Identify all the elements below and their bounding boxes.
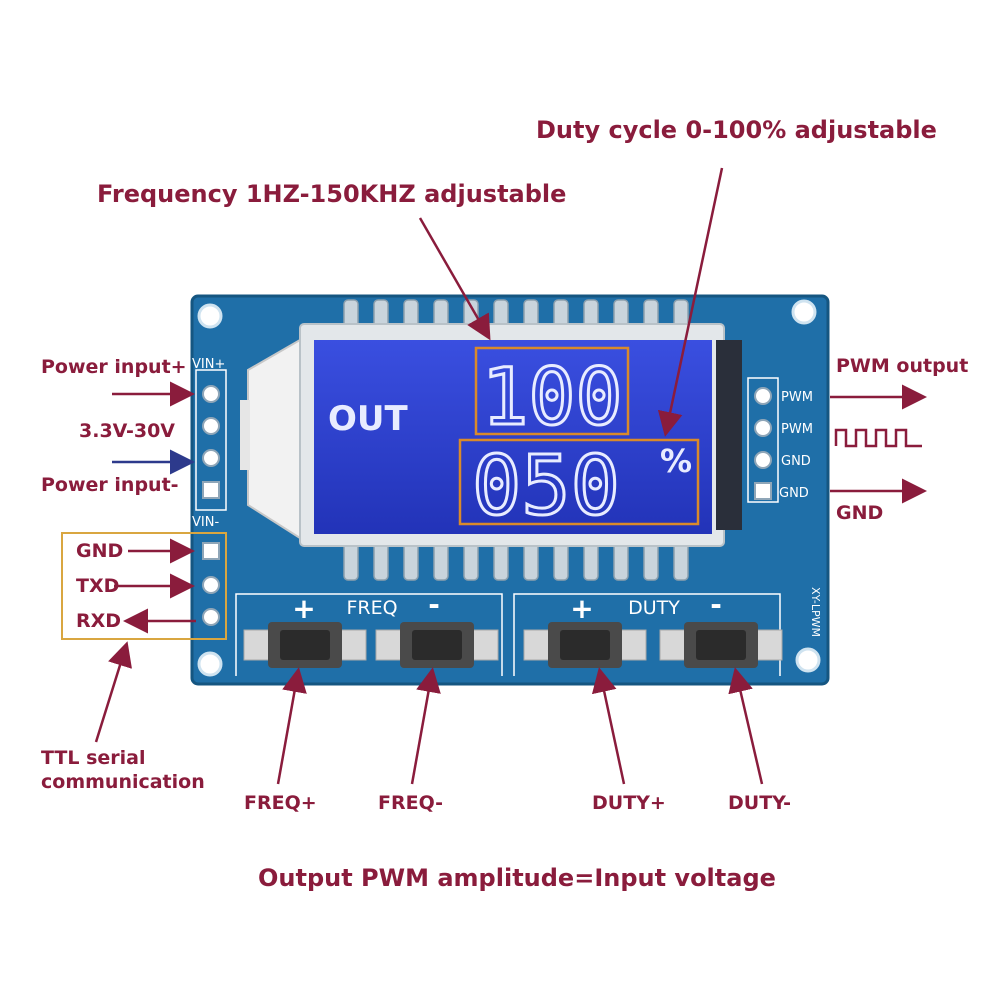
gnd-output-label: GND (836, 502, 884, 524)
pwm-output-label: PWM output (836, 355, 969, 377)
serial-rxd-label: RXD (76, 610, 122, 632)
frequency-annotation: Frequency 1HZ-150KHZ adjustable (97, 180, 567, 208)
frequency-highlight-box (474, 346, 630, 436)
model-label: XY-LPWM (809, 587, 822, 637)
duty-plus-label: DUTY+ (592, 792, 666, 814)
freq-minus-arrow (410, 667, 441, 785)
lcd-unit: % (660, 442, 692, 480)
freq-minus-button[interactable] (375, 622, 499, 668)
freq-plus-arrow (276, 667, 307, 785)
out-pin-label-4: GND (779, 486, 809, 501)
frequency-arrow (418, 217, 491, 341)
duty-minus-arrow (728, 667, 764, 785)
serial-pins (202, 542, 220, 626)
lcd-bottom-pins (343, 539, 689, 581)
freq-plus-silk: + (292, 592, 315, 625)
serial-pins-box (61, 532, 227, 640)
output-pins (754, 387, 772, 500)
freq-silk-label: FREQ (346, 597, 397, 619)
serial-txd-label: TXD (76, 575, 120, 597)
freq-minus-silk: - (428, 588, 440, 621)
power-pins (202, 385, 220, 499)
serial-gnd-label: GND (76, 540, 124, 562)
freq-plus-label: FREQ+ (244, 792, 317, 814)
lcd-bottom-value: 050 (472, 439, 620, 534)
power-input-minus-label: Power input- (41, 474, 179, 496)
duty-highlight-box (458, 438, 700, 526)
square-wave-icon (834, 428, 922, 448)
duty-plus-arrow (591, 667, 626, 785)
ttl-serial-label: TTL serial communication (41, 747, 205, 793)
duty-minus-silk: - (710, 588, 722, 621)
out-pin-label-2: PWM (781, 422, 813, 437)
duty-cycle-annotation: Duty cycle 0-100% adjustable (536, 116, 937, 144)
out-pin-label-1: PWM (781, 390, 813, 405)
footer-note: Output PWM amplitude=Input voltage (258, 864, 776, 892)
vin-minus-label: VIN- (192, 515, 219, 530)
vin-plus-label: VIN+ (192, 357, 225, 372)
out-pin-label-3: GND (781, 454, 811, 469)
duty-plus-button[interactable] (523, 622, 647, 668)
duty-silk-label: DUTY (628, 597, 680, 619)
mounting-holes (197, 299, 821, 677)
ttl-arrow (94, 641, 132, 743)
freq-minus-label: FREQ- (378, 792, 443, 814)
duty-minus-button[interactable] (659, 622, 783, 668)
lcd-screen (314, 340, 712, 534)
freq-plus-button[interactable] (243, 622, 367, 668)
lcd-top-value: 100 (482, 353, 623, 443)
lcd-mode-text: OUT (328, 399, 409, 439)
duty-minus-label: DUTY- (728, 792, 792, 814)
voltage-range-label: 3.3V-30V (79, 420, 176, 442)
power-input-plus-label: Power input+ (41, 356, 187, 378)
duty-plus-silk: + (570, 592, 593, 625)
duty-arrow (657, 167, 724, 437)
